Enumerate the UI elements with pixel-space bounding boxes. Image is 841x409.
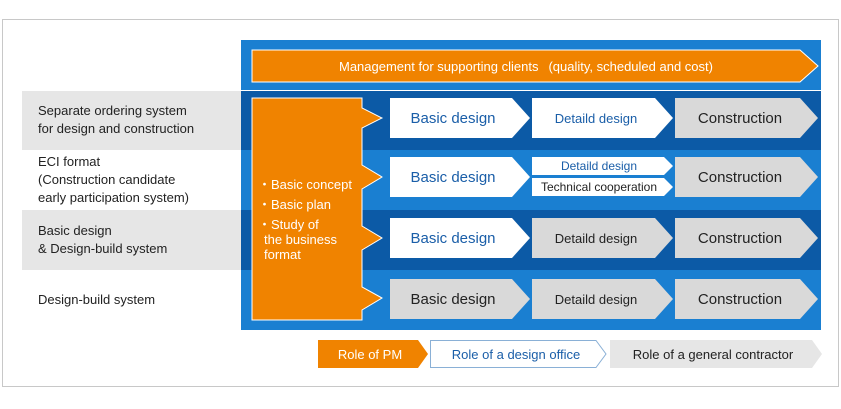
legend-design-office-label: Role of a design office xyxy=(451,346,581,362)
construction-label: Construction xyxy=(697,168,783,186)
detail-design-box xyxy=(532,279,673,319)
row-label-line: for design and construction xyxy=(38,121,195,136)
construction-box xyxy=(675,218,818,258)
legend-design-office-arrow xyxy=(430,340,607,368)
detail-design-box xyxy=(532,218,673,258)
pm-task-basic-concept: ・Basic concept xyxy=(258,177,352,192)
basic-design-label: Basic design xyxy=(410,168,496,186)
construction-box xyxy=(675,157,818,197)
pm-task-list: ・Basic concept ・Basic plan ・Study of the… xyxy=(258,177,362,267)
pm-task-study-line: ・Study of xyxy=(258,217,319,232)
technical-cooperation-box xyxy=(532,178,673,196)
basic-design-box xyxy=(390,218,530,258)
construction-box xyxy=(675,98,818,138)
management-title: Management for supporting clients xyxy=(339,58,539,74)
construction-label: Construction xyxy=(697,290,783,308)
row-divider xyxy=(22,90,821,91)
detail-design-label: Detaild design xyxy=(560,159,638,173)
row-label-line: (Construction candidate xyxy=(38,172,176,187)
row-label-line: early participation system) xyxy=(38,190,189,205)
construction-label: Construction xyxy=(697,109,783,127)
management-arrow xyxy=(251,49,819,83)
detail-design-box xyxy=(532,98,673,138)
row-label-design-build: Design-build system xyxy=(22,270,241,330)
basic-design-box xyxy=(390,98,530,138)
legend-pm-label: Role of PM xyxy=(337,346,403,362)
pm-task-study-line: format xyxy=(264,247,301,262)
pm-task-basic-plan: ・Basic plan xyxy=(258,197,331,212)
basic-design-label: Basic design xyxy=(410,229,496,247)
row-divider xyxy=(22,330,821,331)
row-label-basic-design-build: Basic design & Design-build system xyxy=(22,210,241,270)
pm-task-study: ・Study of the business format xyxy=(258,217,362,262)
construction-box xyxy=(675,279,818,319)
row-label-line: Design-build system xyxy=(38,292,156,307)
detail-design-box xyxy=(532,157,673,175)
row-label-line: Basic design xyxy=(38,223,112,238)
row-label-separate-ordering: Separate ordering system for design and … xyxy=(22,90,241,150)
pm-task-study-line: the business xyxy=(264,232,337,247)
construction-label: Construction xyxy=(697,229,783,247)
detail-design-label: Detaild design xyxy=(554,291,638,307)
detail-design-label: Detaild design xyxy=(554,230,638,246)
basic-design-label: Basic design xyxy=(410,109,496,127)
basic-design-box xyxy=(390,279,530,319)
row-label-line: & Design-build system xyxy=(38,241,168,256)
detail-design-label: Detaild design xyxy=(554,110,638,126)
pm-block xyxy=(251,97,384,321)
row-label-eci-format: ECI format (Construction candidate early… xyxy=(22,150,241,210)
basic-design-box xyxy=(390,157,530,197)
management-label: Management for supporting clients (quali… xyxy=(252,50,800,82)
technical-cooperation-label: Technical cooperation xyxy=(540,180,658,194)
legend-pm-arrow xyxy=(318,340,428,368)
row-label-line: ECI format xyxy=(38,154,101,169)
legend-contractor-arrow xyxy=(610,340,822,368)
management-subtitle: (quality, scheduled and cost) xyxy=(548,58,713,74)
row-label-line: Separate ordering system xyxy=(38,103,187,118)
legend-contractor-label: Role of a general contractor xyxy=(632,346,794,362)
basic-design-label: Basic design xyxy=(410,290,496,308)
